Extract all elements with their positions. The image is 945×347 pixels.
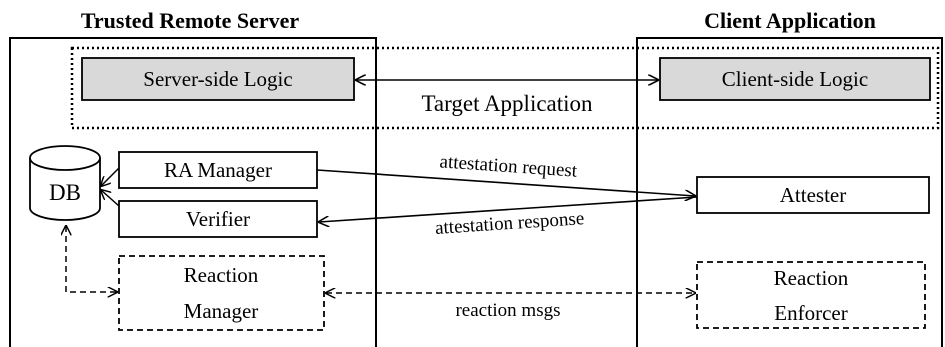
verifier-label: Verifier [186,207,250,231]
client-logic-label: Client-side Logic [722,67,868,91]
reaction-manager-label-line1: Reaction [184,263,259,287]
db-label: DB [49,180,81,205]
client-title: Client Application [704,8,876,33]
verifier-box [118,200,318,238]
attestation-request-arrow [316,169,695,196]
reaction-enforcer-label-line1: Reaction [774,266,849,290]
server-title: Trusted Remote Server [81,8,300,33]
reaction-enforcer-label-line2: Enforcer [774,301,847,325]
reaction-manager-label-line2: Manager [184,299,259,323]
server-container [9,37,377,347]
db-ra-manager-arrow [101,167,120,186]
reaction-manager-box [118,255,325,331]
attestation-request-label: attestation request [439,151,579,181]
attester-box [696,176,930,214]
db-reaction-manager-connector [66,226,117,292]
reaction-msgs-label: reaction msgs [455,300,560,321]
db-cylinder [29,145,101,221]
client-logic-box [659,57,931,101]
db-verifier-arrow [101,190,120,207]
target-application-label: Target Application [421,91,593,116]
server-logic-box [81,57,355,101]
attester-label: Attester [780,183,846,207]
server-logic-label: Server-side Logic [143,67,292,91]
attestation-response-arrow [319,196,698,222]
reaction-enforcer-box [696,261,926,329]
target-application-region [70,46,940,130]
ra-manager-label: RA Manager [164,158,272,182]
